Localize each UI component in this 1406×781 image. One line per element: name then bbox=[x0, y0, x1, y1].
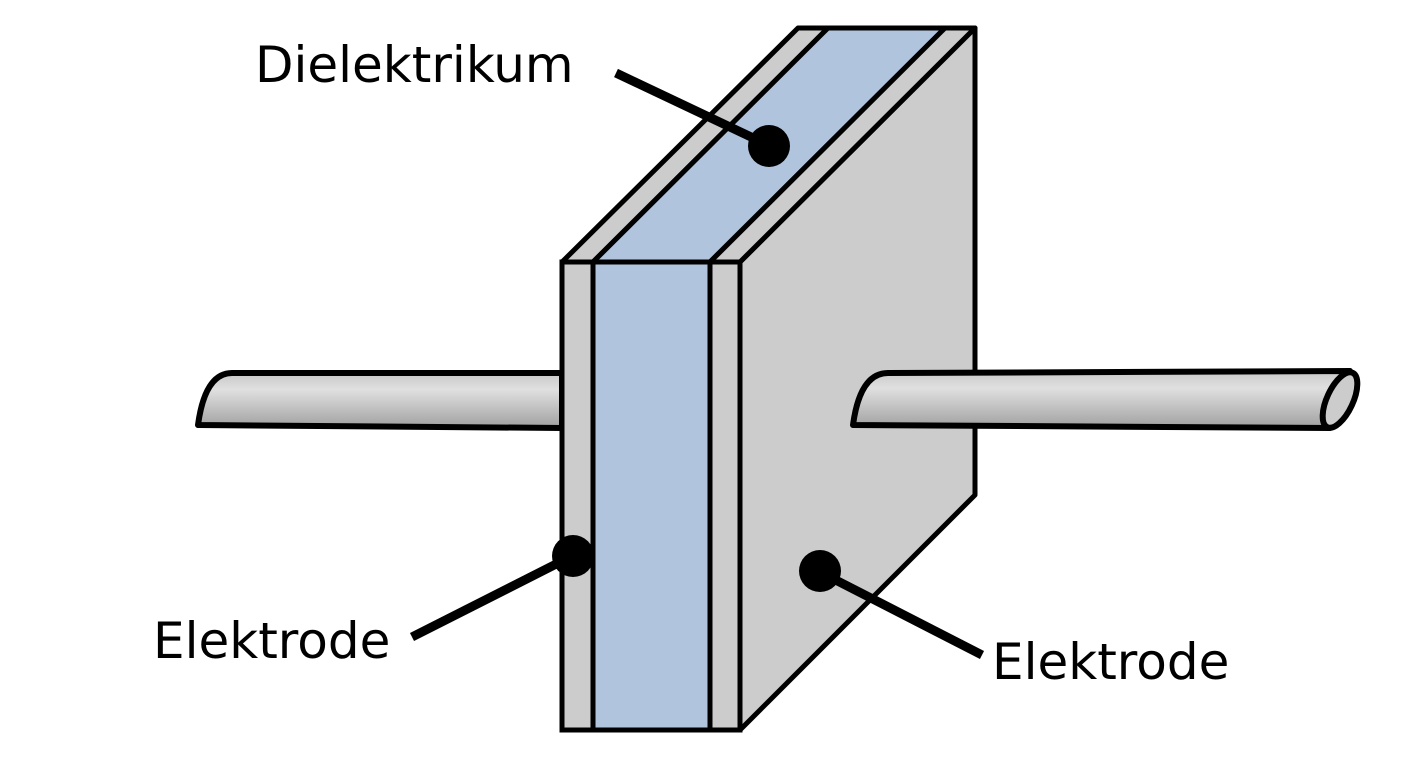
front-electrode bbox=[559, 259, 596, 733]
right-lead-end bbox=[1319, 369, 1361, 431]
left-lead bbox=[195, 370, 565, 431]
back-electrode-front bbox=[707, 259, 743, 733]
left-electrode-dot bbox=[552, 535, 594, 577]
label-dielectric: Dielektrikum bbox=[255, 36, 574, 94]
label-electrode-left: Elektrode bbox=[153, 612, 390, 670]
right-electrode-dot bbox=[799, 550, 841, 592]
dielectric bbox=[590, 259, 713, 733]
dielectric-leader bbox=[614, 68, 770, 150]
dielectric-dot bbox=[748, 125, 790, 167]
right-electrode-leader bbox=[817, 567, 985, 660]
right-lead bbox=[850, 368, 1353, 431]
label-electrode-right: Elektrode bbox=[992, 633, 1229, 691]
left-electrode-leader bbox=[409, 551, 575, 642]
